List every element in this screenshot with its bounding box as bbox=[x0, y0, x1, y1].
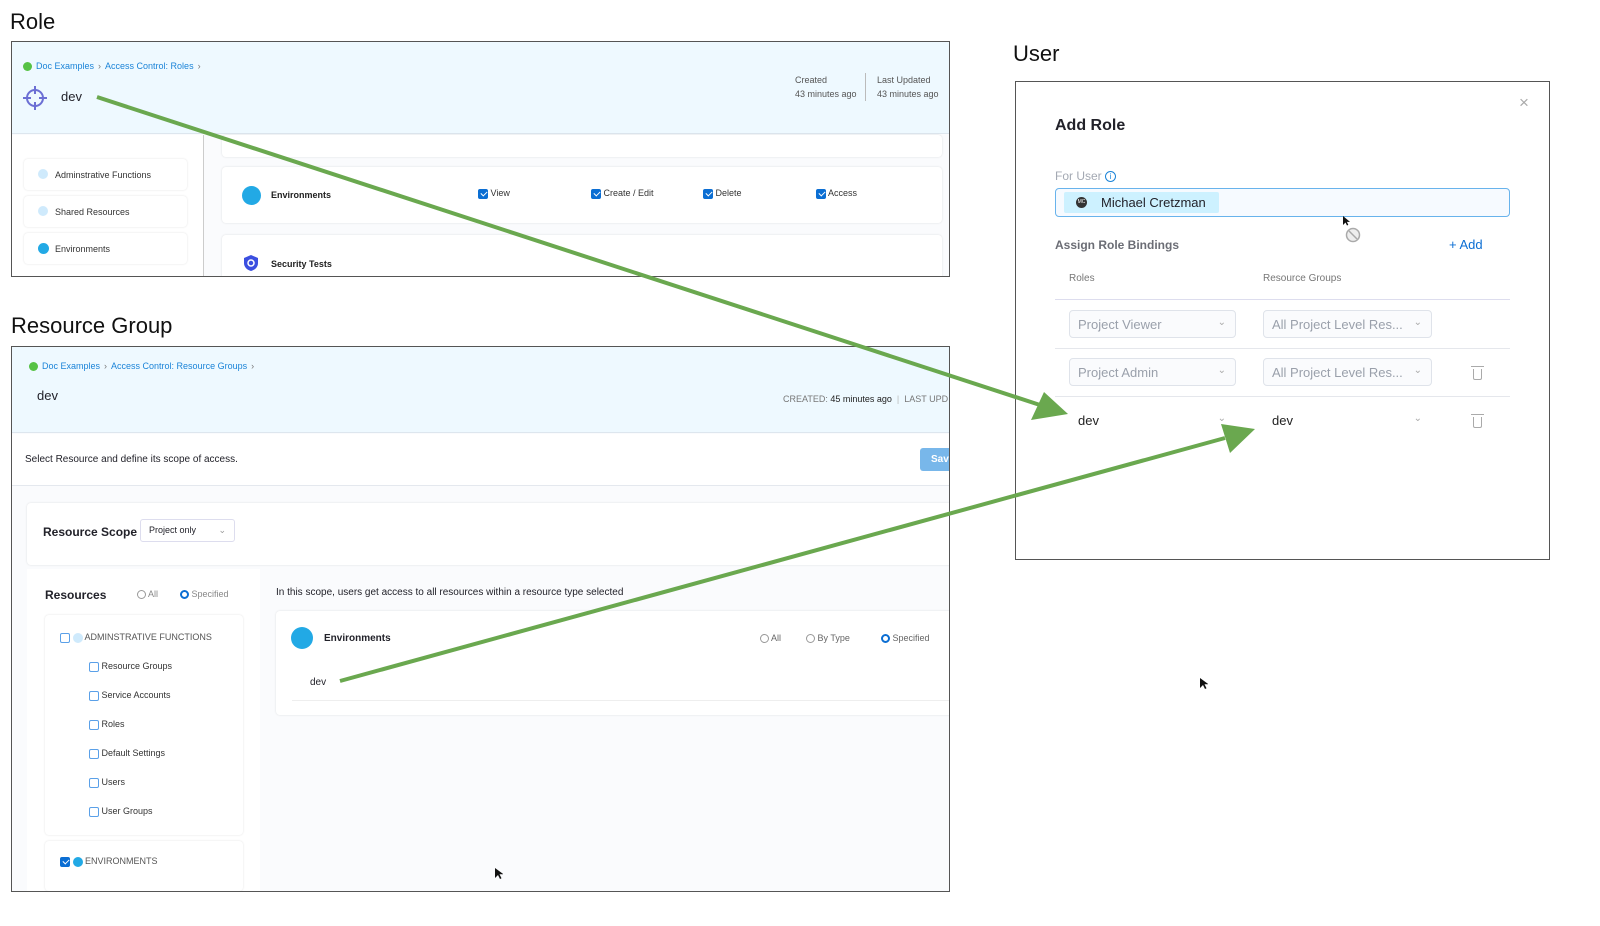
resource-checkbox[interactable]: User Groups bbox=[89, 806, 153, 817]
breadcrumb-link[interactable]: Doc Examples bbox=[36, 61, 95, 71]
radio-specified[interactable]: Specified bbox=[180, 589, 229, 600]
role-header: Doc Examples› Access Control: Roles› dev… bbox=[12, 42, 949, 134]
scope-note: In this scope, users get access to all r… bbox=[276, 587, 624, 598]
created-info: CREATED: 45 minutes ago | LAST UPD bbox=[783, 394, 949, 404]
section-label-role: Role bbox=[10, 9, 56, 34]
save-button[interactable]: Save bbox=[920, 448, 949, 471]
environments-group: ENVIRONMENTS bbox=[45, 841, 243, 891]
gear-icon bbox=[72, 632, 83, 643]
permission-view[interactable]: View bbox=[478, 188, 510, 199]
radio-all[interactable]: All bbox=[760, 633, 781, 644]
project-icon bbox=[23, 61, 32, 71]
permission-card bbox=[222, 135, 942, 157]
crosshair-icon bbox=[23, 86, 47, 110]
resources-panel: Resources All Specified ADMINSTRATIVE FU… bbox=[27, 569, 260, 891]
radio-by-type[interactable]: By Type bbox=[806, 633, 850, 644]
sidebar-item-admin[interactable]: Adminstrative Functions bbox=[24, 159, 187, 190]
delete-icon[interactable] bbox=[1471, 366, 1484, 380]
shared-icon bbox=[38, 206, 48, 216]
section-label-user: User bbox=[1013, 41, 1060, 66]
radio-specified[interactable]: Specified bbox=[881, 633, 930, 644]
cursor-icon bbox=[1200, 678, 1208, 689]
environment-icon bbox=[242, 186, 261, 205]
sidebar-item-shared[interactable]: Shared Resources bbox=[24, 196, 187, 227]
role-select[interactable]: Project Viewer⌄ bbox=[1069, 310, 1236, 338]
admin-functions-group: ADMINSTRATIVE FUNCTIONS Resource Groups … bbox=[45, 615, 243, 835]
column-header-resource-groups: Resource Groups bbox=[1263, 273, 1342, 284]
cursor-icon bbox=[495, 868, 503, 879]
role-select[interactable]: Project Admin⌄ bbox=[1069, 358, 1236, 386]
cursor-not-allowed-icon bbox=[1343, 216, 1361, 243]
sidebar-item-environments[interactable]: Environments bbox=[24, 233, 187, 264]
rg-header: Doc Examples› Access Control: Resource G… bbox=[12, 347, 949, 433]
permission-row-environments: Environments View Create / Edit Delete A… bbox=[222, 167, 942, 223]
admin-functions-checkbox[interactable]: ADMINSTRATIVE FUNCTIONS bbox=[60, 632, 212, 643]
environment-icon bbox=[38, 243, 49, 254]
role-screenshot: Doc Examples› Access Control: Roles› dev… bbox=[11, 41, 950, 277]
radio-all[interactable]: All bbox=[137, 589, 158, 600]
scope-dropdown[interactable]: Project only⌄ bbox=[140, 519, 235, 542]
breadcrumb-link[interactable]: Access Control: Roles bbox=[105, 61, 194, 71]
for-user-label: For User i bbox=[1055, 169, 1117, 183]
user-chip[interactable]: MC Michael Cretzman bbox=[1064, 192, 1219, 213]
environment-item[interactable]: dev bbox=[310, 677, 327, 688]
resource-group-select[interactable]: All Project Level Res...⌄ bbox=[1263, 310, 1432, 338]
bindings-label: Assign Role Bindings bbox=[1055, 238, 1180, 252]
section-label-resource-group: Resource Group bbox=[11, 313, 173, 338]
breadcrumb-link[interactable]: Access Control: Resource Groups bbox=[111, 361, 248, 371]
resource-checkbox[interactable]: Roles bbox=[89, 719, 125, 730]
add-role-dialog: × Add Role For User i MC Michael Cretzma… bbox=[1015, 81, 1550, 560]
permission-create-edit[interactable]: Create / Edit bbox=[591, 188, 654, 199]
resource-group-select[interactable]: All Project Level Res...⌄ bbox=[1263, 358, 1432, 386]
environment-icon bbox=[291, 627, 313, 649]
dialog-title: Add Role bbox=[1055, 117, 1126, 134]
user-input[interactable]: MC Michael Cretzman bbox=[1055, 188, 1510, 217]
breadcrumb: Doc Examples› Access Control: Resource G… bbox=[29, 361, 254, 371]
column-header-roles: Roles bbox=[1069, 273, 1095, 284]
environment-icon bbox=[72, 856, 83, 867]
page-title: dev bbox=[37, 388, 58, 403]
avatar: MC bbox=[1076, 197, 1087, 208]
resource-checkbox[interactable]: Resource Groups bbox=[89, 661, 172, 672]
instruction-text: Select Resource and define its scope of … bbox=[25, 454, 238, 465]
breadcrumb: Doc Examples› Access Control: Roles› bbox=[23, 61, 201, 71]
permission-row-security-tests: Security Tests bbox=[222, 235, 942, 276]
resource-checkbox[interactable]: Service Accounts bbox=[89, 690, 171, 701]
instruction-bar: Select Resource and define its scope of … bbox=[12, 434, 949, 486]
permission-delete[interactable]: Delete bbox=[703, 188, 742, 199]
delete-icon[interactable] bbox=[1471, 414, 1484, 428]
page-title: dev bbox=[61, 89, 82, 104]
add-binding-button[interactable]: + Add bbox=[1449, 237, 1483, 252]
environments-card: Environments All By Type Specified dev bbox=[276, 611, 949, 715]
project-icon bbox=[29, 361, 38, 371]
resource-scope-card: Resource Scope Project only⌄ bbox=[27, 503, 949, 565]
environments-checkbox[interactable]: ENVIRONMENTS bbox=[60, 856, 158, 867]
permission-access[interactable]: Access bbox=[816, 188, 857, 199]
gear-icon bbox=[38, 169, 48, 179]
resource-group-select[interactable]: dev⌄ bbox=[1272, 413, 1422, 428]
resource-checkbox[interactable]: Users bbox=[89, 777, 125, 788]
resource-checkbox[interactable]: Default Settings bbox=[89, 748, 165, 759]
close-icon[interactable]: × bbox=[1519, 93, 1529, 112]
role-select[interactable]: dev⌄ bbox=[1078, 413, 1226, 428]
resource-group-screenshot: Doc Examples› Access Control: Resource G… bbox=[11, 346, 950, 892]
role-sidebar: Adminstrative Functions Shared Resources… bbox=[12, 135, 204, 276]
breadcrumb-link[interactable]: Doc Examples bbox=[42, 361, 101, 371]
info-icon: i bbox=[1105, 171, 1117, 183]
shield-icon bbox=[244, 255, 258, 271]
